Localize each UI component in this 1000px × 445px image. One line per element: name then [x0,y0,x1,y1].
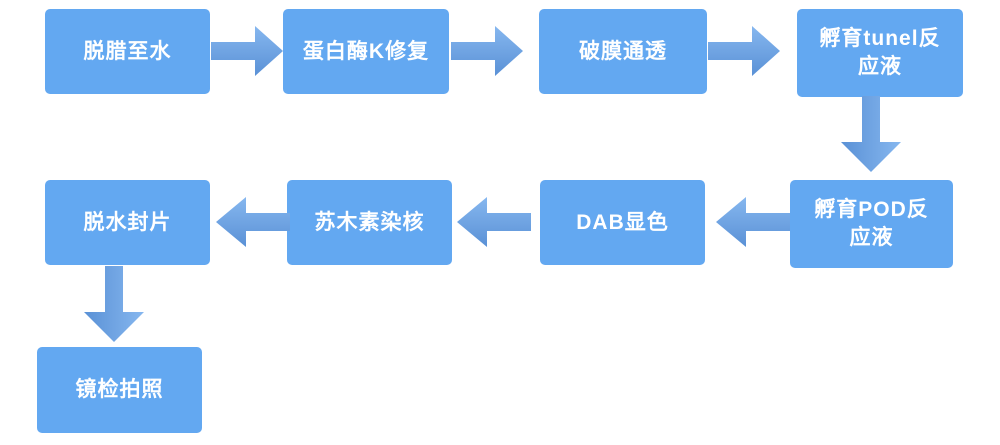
flow-node-label: 孵育tunel反 应液 [819,27,941,78]
arrow-step-2-to-step-3-right-icon [451,26,523,76]
flow-node-membrane-permeabilization: 破膜通透 [539,9,707,94]
arrow-step-5-to-step-6-left-icon [716,197,790,247]
flow-node-label: 破膜通透 [579,39,667,63]
arrow-step-4-to-step-5-down-icon [841,96,901,172]
arrow-step-8-to-step-9-down-icon [84,266,144,342]
flow-node-proteinase-k: 蛋白酶K修复 [283,9,449,94]
flow-node-label: 孵育POD反 应液 [814,198,929,249]
flow-node-hematoxylin-staining: 苏木素染核 [287,180,452,265]
flow-node-microscopy-photography: 镜检拍照 [37,347,202,433]
flow-node-label: 镜检拍照 [75,378,164,401]
flow-node-pod-incubation: 孵育POD反 应液 [790,180,953,268]
arrow-step-6-to-step-7-left-icon [457,197,531,247]
arrow-step-7-to-step-8-left-icon [216,197,290,247]
arrow-step-1-to-step-2-right-icon [211,26,283,76]
flow-node-label: 脱水封片 [83,210,172,234]
flow-node-label: DAB显色 [576,210,669,234]
flow-node-tunel-incubation: 孵育tunel反 应液 [797,9,963,97]
flow-node-dewax-to-water: 脱腊至水 [45,9,210,94]
flow-node-dab-development: DAB显色 [540,180,705,265]
flow-node-label: 脱腊至水 [83,39,172,63]
arrow-step-3-to-step-4-right-icon [708,26,780,76]
flow-node-label: 苏木素染核 [314,210,425,234]
flow-node-dehydrate-mount: 脱水封片 [45,180,210,265]
flow-node-label: 蛋白酶K修复 [302,39,430,63]
